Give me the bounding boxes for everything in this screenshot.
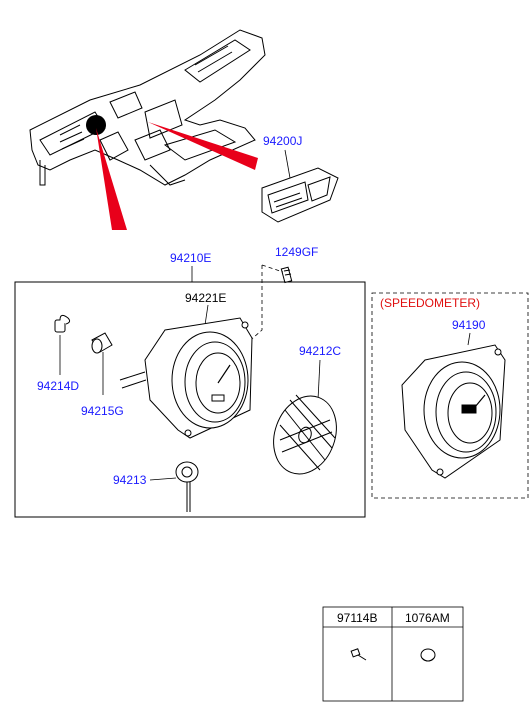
socket-part bbox=[175, 461, 199, 512]
speedometer-section-title: (SPEEDOMETER) bbox=[380, 296, 480, 310]
assembly-box bbox=[14, 281, 366, 518]
dash-module-unit bbox=[261, 167, 339, 223]
label-bulb-large: 94215G bbox=[81, 404, 124, 418]
dashboard-illustration bbox=[29, 29, 266, 186]
label-bulb-small: 94214D bbox=[37, 379, 79, 393]
label-socket: 94213 bbox=[113, 473, 147, 487]
clip-icon bbox=[420, 648, 436, 662]
label-screw: 1249GF bbox=[275, 245, 318, 259]
label-face-plate: 94212C bbox=[299, 344, 341, 358]
label-speedometer: 94190 bbox=[452, 318, 486, 332]
fastener-header-2: 1076AM bbox=[405, 611, 450, 625]
bulb-small-part bbox=[54, 314, 71, 333]
bolt-icon bbox=[350, 648, 367, 661]
fastener-header-1: 97114B bbox=[337, 611, 377, 625]
speedometer-gauge bbox=[401, 344, 506, 479]
cluster-case-gauge bbox=[119, 317, 253, 439]
label-cluster-assembly: 94210E bbox=[170, 251, 211, 265]
speedometer-section-box bbox=[371, 292, 529, 499]
label-cluster-case: 94221E bbox=[185, 291, 226, 305]
bulb-large-part bbox=[91, 332, 113, 354]
face-plate-part bbox=[273, 394, 337, 475]
dashboard-focus-marker bbox=[86, 115, 258, 230]
label-dash-module: 94200J bbox=[263, 134, 302, 148]
fastener-table: 97114B 1076AM bbox=[322, 606, 464, 702]
screw-part bbox=[280, 266, 293, 284]
